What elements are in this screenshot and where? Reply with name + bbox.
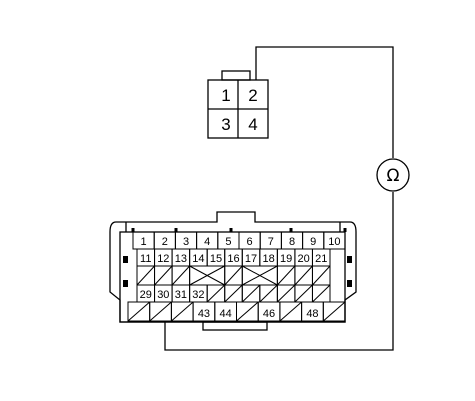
terminal-r5-c3-empty-mark bbox=[171, 301, 194, 322]
terminal-r3-c5-empty-mark bbox=[224, 265, 243, 286]
terminal-r5-c4-label: 43 bbox=[198, 308, 210, 320]
terminal-r1-c2-label: 2 bbox=[162, 236, 168, 248]
terminal-r2-c5-label: 15 bbox=[210, 253, 222, 265]
terminal-r1-c6-label: 6 bbox=[247, 236, 253, 248]
probe-wire-bottom bbox=[164, 192, 394, 351]
terminal-r5-c10-empty-mark bbox=[322, 301, 346, 322]
terminal-r1-c7-label: 7 bbox=[268, 236, 274, 248]
terminal-r5-c2-empty-mark bbox=[149, 301, 172, 322]
terminal-r4-c2-label: 30 bbox=[157, 289, 169, 301]
polarity-key-right-upper bbox=[347, 256, 352, 263]
terminal-r2-c10-label: 20 bbox=[298, 253, 310, 265]
terminal-r3-c9-empty-mark bbox=[312, 265, 331, 286]
terminal-r4-c5-empty-mark bbox=[206, 284, 226, 303]
large-connector-outer-shell bbox=[109, 211, 357, 323]
large-connector-bottom-tab bbox=[202, 321, 268, 331]
ohmmeter-circle bbox=[376, 158, 410, 192]
terminal-r5-c6-empty-mark bbox=[236, 301, 259, 322]
terminal-r2-c3-label: 13 bbox=[175, 253, 187, 265]
row-guide-tick-2 bbox=[174, 228, 178, 232]
small-pin-3-label: 3 bbox=[221, 115, 230, 134]
terminal-r3-c7-empty-mark bbox=[276, 265, 296, 286]
terminal-r4-c10-empty-mark bbox=[294, 284, 313, 303]
terminal-r1-c4-label: 4 bbox=[204, 236, 210, 248]
terminal-r4-c8-empty-mark bbox=[259, 284, 278, 303]
terminal-r3-c2-empty-mark bbox=[154, 265, 173, 286]
row-guide-tick-4 bbox=[289, 228, 293, 232]
terminal-r2-c7-label: 17 bbox=[245, 253, 257, 265]
terminal-r2-c9-label: 19 bbox=[280, 253, 292, 265]
polarity-key-right-lower bbox=[347, 280, 352, 287]
terminal-r4-c1-label: 29 bbox=[140, 289, 152, 301]
terminal-r2-c2-label: 12 bbox=[157, 253, 169, 265]
terminal-r2-c1-label: 11 bbox=[140, 253, 151, 265]
small-connector-latch bbox=[221, 70, 251, 81]
small-connector: 1 2 3 4 bbox=[207, 70, 269, 139]
terminal-r1-c1-label: 1 bbox=[141, 236, 147, 248]
terminal-r5-c7-label: 46 bbox=[263, 308, 275, 320]
terminal-r5-c10-cell bbox=[322, 301, 346, 322]
terminal-r3-c1-empty-mark bbox=[136, 265, 155, 286]
terminal-r3-c6-blocked-mark bbox=[242, 265, 278, 286]
terminal-r2-c4-label: 14 bbox=[192, 253, 204, 265]
terminal-r5-c9-label: 48 bbox=[306, 308, 318, 320]
terminal-r4-c9-empty-mark bbox=[277, 284, 296, 303]
terminal-r1-c5-label: 5 bbox=[225, 236, 231, 248]
small-pin-1-label: 1 bbox=[221, 86, 230, 105]
terminal-r5-c1-empty-mark bbox=[127, 301, 151, 322]
large-connector-shell-notches bbox=[125, 222, 341, 232]
row-guide-tick-5 bbox=[343, 228, 347, 232]
polarity-key-left-lower bbox=[123, 280, 128, 287]
terminal-r4-c11-empty-mark bbox=[312, 284, 331, 303]
terminal-r4-c3-label: 31 bbox=[175, 289, 187, 301]
terminal-r2-c8-label: 18 bbox=[262, 253, 274, 265]
row-guide-tick-1 bbox=[131, 228, 135, 232]
terminal-r3-c4-blocked-mark bbox=[189, 265, 225, 286]
terminal-r4-c4-label: 32 bbox=[192, 289, 204, 301]
row-guide-tick-3 bbox=[229, 228, 233, 232]
terminal-r1-c3-label: 3 bbox=[183, 236, 189, 248]
terminal-r1-c10-cell bbox=[323, 231, 346, 250]
terminal-r5-c5-label: 44 bbox=[220, 308, 232, 320]
ohmmeter-icon: Ω bbox=[376, 158, 410, 192]
terminal-r3-c8-empty-mark bbox=[294, 265, 313, 286]
ohmmeter-symbol: Ω bbox=[387, 166, 400, 186]
terminal-r1-c8-label: 8 bbox=[289, 236, 295, 248]
terminal-r4-c6-empty-mark bbox=[224, 284, 243, 303]
polarity-key-left-upper bbox=[123, 256, 128, 263]
probe-wire-top bbox=[255, 46, 394, 158]
terminal-r4-c7-empty-mark bbox=[241, 284, 261, 303]
terminal-r1-c9-label: 9 bbox=[310, 236, 316, 248]
terminal-r5-c8-empty-mark bbox=[279, 301, 302, 322]
small-pin-2-label: 2 bbox=[248, 86, 257, 105]
terminal-r2-c11-label: 21 bbox=[315, 253, 327, 265]
terminal-r2-c6-label: 16 bbox=[227, 253, 239, 265]
terminal-r3-c3-empty-mark bbox=[171, 265, 191, 286]
small-pin-4-label: 4 bbox=[248, 115, 257, 134]
terminal-r1-c10-label: 10 bbox=[328, 236, 340, 248]
